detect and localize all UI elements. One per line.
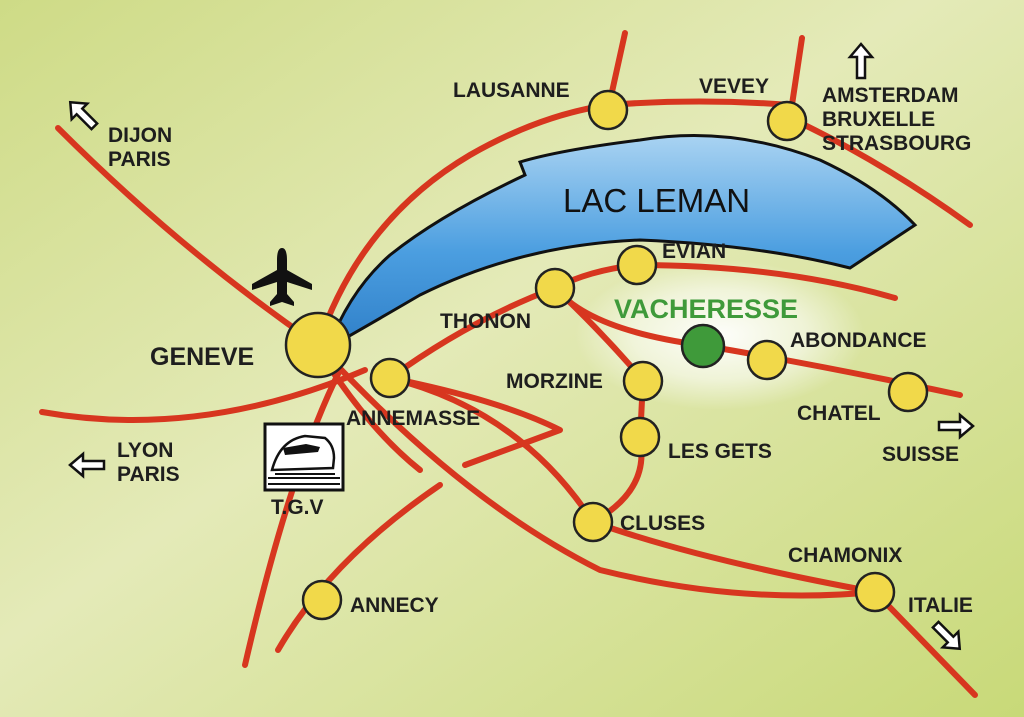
airplane-icon	[252, 248, 312, 306]
direction-italie-label: ITALIE	[908, 594, 973, 617]
town-chatel-label: CHATEL	[797, 402, 881, 425]
town-geneve-marker	[284, 311, 352, 379]
road-geneve-dijon	[55, 125, 321, 348]
town-abondance-marker	[746, 339, 788, 381]
town-thonon-marker	[534, 267, 576, 309]
tgv-label: T.G.V	[271, 496, 324, 519]
town-vevey-label: VEVEY	[699, 75, 769, 98]
town-evian-label: EVIAN	[662, 240, 726, 263]
road-geneve-annecy	[242, 367, 343, 668]
road-cluses-chamonix	[590, 519, 878, 595]
road-geneve-chamonix	[315, 342, 878, 599]
town-morzine-marker	[622, 360, 664, 402]
road-vevey-strasbourg	[787, 115, 973, 228]
town-lesgets-marker	[619, 416, 661, 458]
tgv-train-icon	[263, 422, 345, 492]
vacheresse-label: VACHERESSE	[614, 294, 798, 324]
town-abondance-label: ABONDANCE	[790, 329, 927, 352]
arrow-right-icon	[937, 412, 975, 440]
town-morzine-label: MORZINE	[506, 370, 603, 393]
arrow-left-icon	[68, 451, 106, 479]
town-cluses-marker	[572, 501, 614, 543]
direction-paris-north-label: PARIS	[108, 148, 171, 171]
direction-amsterdam-label: AMSTERDAM	[822, 84, 959, 107]
town-cluses-label: CLUSES	[620, 512, 705, 535]
direction-bruxelle-label: BRUXELLE	[822, 108, 935, 131]
town-geneve-label: GENEVE	[150, 343, 254, 371]
direction-dijon-label: DIJON	[108, 124, 172, 147]
road-annecy-lower	[275, 482, 443, 653]
town-lausanne-marker	[587, 89, 629, 131]
towns	[284, 89, 929, 621]
lac-leman	[325, 134, 918, 352]
town-chatel-marker	[887, 371, 929, 413]
town-annecy-marker	[301, 579, 343, 621]
direction-strasbourg-label: STRASBOURG	[822, 132, 971, 155]
town-chamonix-label: CHAMONIX	[788, 544, 902, 567]
town-lesgets-label: LES GETS	[668, 440, 772, 463]
town-vevey-marker	[766, 100, 808, 142]
town-evian-marker	[616, 244, 658, 286]
arrow-up-left-icon	[68, 100, 99, 131]
arrow-up-icon	[847, 42, 875, 80]
town-annemasse-label: ANNEMASSE	[346, 407, 480, 430]
road-annemasse-lower	[387, 375, 563, 468]
vacheresse-marker	[680, 323, 726, 369]
town-annecy-label: ANNECY	[350, 594, 439, 617]
direction-paris-west-label: PARIS	[117, 463, 180, 486]
town-lausanne-label: LAUSANNE	[453, 79, 570, 102]
road-geneve-south	[322, 357, 423, 473]
road-lyon-geneve	[39, 367, 368, 423]
arrow-down-right-icon	[931, 620, 962, 651]
road-evian-east	[634, 262, 898, 301]
town-thonon-label: THONON	[440, 310, 531, 333]
road-geneve-lausanne-north	[315, 98, 793, 348]
town-annemasse-marker	[369, 357, 411, 399]
town-chamonix-marker	[854, 571, 896, 613]
road-annemasse-thonon	[387, 285, 558, 381]
lake-label: LAC LEMAN	[563, 182, 750, 219]
direction-suisse-label: SUISSE	[882, 443, 959, 466]
road-chamonix-italie	[872, 589, 978, 698]
direction-lyon-label: LYON	[117, 439, 173, 462]
